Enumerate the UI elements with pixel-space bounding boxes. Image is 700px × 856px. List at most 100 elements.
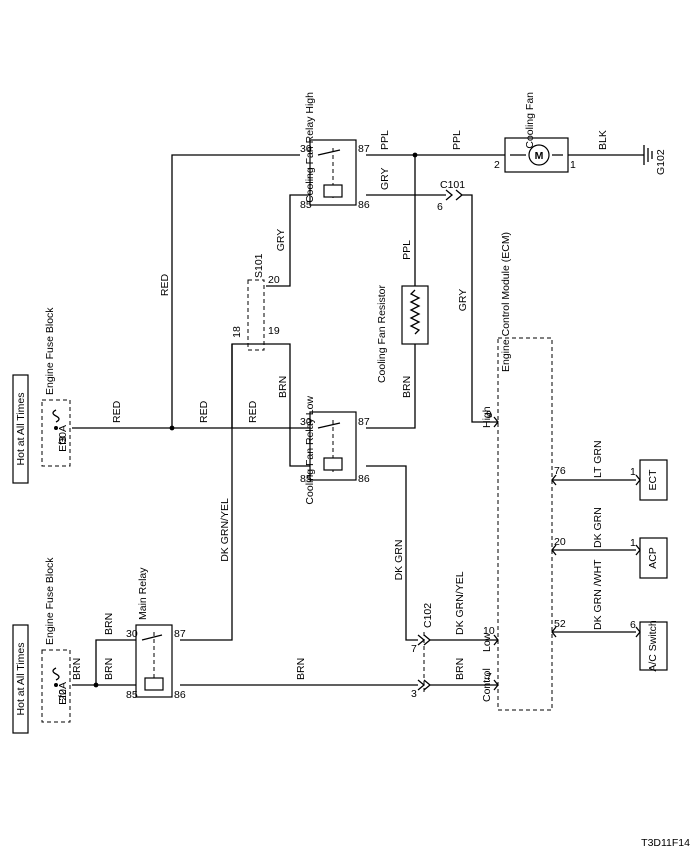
- wire-brn-label-2: BRN: [401, 376, 413, 398]
- ecm-pin-9-label: High: [481, 406, 493, 428]
- ecm-pin-7-label: Control: [481, 668, 493, 702]
- cooling-fan-title: Cooling Fan: [524, 92, 536, 149]
- ecm-pin-10-label: Low: [481, 632, 493, 652]
- wire-ppl-label-1: PPL: [379, 130, 391, 150]
- wire-red-label-3: RED: [198, 400, 210, 423]
- relay-low: Cooling Fan Relay Low 30 87 85 86: [300, 396, 370, 505]
- power-label-bottom-text: Hot at All Times: [15, 643, 27, 716]
- wire-dk-grn-yel-label-1: DK GRN/YEL: [219, 498, 231, 562]
- cooling-fan-pin-2: 2: [494, 159, 500, 171]
- wire-red-label-1: RED: [159, 273, 171, 296]
- ecm-pin-76: 76: [554, 465, 566, 477]
- relay-high-pin-30: 30: [300, 143, 312, 155]
- connector-c102: C102 7 3: [411, 603, 434, 700]
- fuse-ef3-label: Ef3: [57, 436, 69, 452]
- relay-low-pin-87: 87: [358, 416, 370, 428]
- wire-ppl-label-3: PPL: [401, 240, 413, 260]
- ecm: Engine Control Module (ECM) 9 High 76 20…: [481, 232, 566, 711]
- fuse-block-top: Engine Fuse Block Ef3 30A: [41, 307, 71, 467]
- resistor-icon: [409, 289, 421, 335]
- power-label-bottom: Hot at All Times: [12, 624, 29, 734]
- connector-c101-pin: 6: [437, 201, 443, 213]
- wire-dk-grn-acp-label: DK GRN: [592, 507, 604, 548]
- fuse-ef2-icon: [52, 667, 60, 681]
- relay-main-pin-30: 30: [126, 628, 138, 640]
- sensor-ect: 1 ECT LT GRN: [592, 440, 668, 501]
- connector-c102-pin-7: 7: [411, 643, 417, 655]
- relay-high-pin-87: 87: [358, 143, 370, 155]
- wire-dk-grn-wht-label: DK GRN /WHT: [592, 559, 604, 630]
- sensor-ac-switch-pin: 6: [630, 619, 636, 631]
- sensor-ect-pin: 1: [630, 466, 636, 478]
- cooling-fan-pin-1: 1: [570, 159, 576, 171]
- wire-brn-label-1: BRN: [277, 376, 289, 398]
- fuse-ef2-rating: 20A: [57, 682, 69, 701]
- wire-labels: PPL PPL PPL BLK GRY GRY GRY RED RED RED …: [71, 130, 609, 680]
- relay-main-pin-85: 85: [126, 689, 138, 701]
- ecm-pin-10: 10: [483, 625, 495, 637]
- figure-id: T3D11F14: [641, 837, 690, 849]
- relay-main: Main Relay 30 87 85 86: [126, 567, 186, 701]
- wire-ppl-label-2: PPL: [451, 130, 463, 150]
- connector-c101: C101 6: [437, 179, 465, 213]
- connector-c101-label: C101: [440, 179, 465, 191]
- power-label-top: Hot at All Times: [12, 374, 29, 484]
- wire-brn-label-5: BRN: [71, 658, 83, 680]
- relay-low-pin-85: 85: [300, 473, 312, 485]
- relay-main-pin-86: 86: [174, 689, 186, 701]
- relay-main-switch-icon: [141, 634, 163, 641]
- splice-s101: S101 20 18 19: [231, 253, 280, 351]
- sensor-ect-name: ECT: [647, 469, 659, 491]
- wire-blk-label: BLK: [597, 130, 609, 150]
- relay-low-coil-icon: [323, 457, 343, 471]
- sensor-acp-pin: 1: [630, 537, 636, 549]
- sensor-acp-name: ACP: [647, 547, 659, 569]
- wire-brn-label-3: BRN: [103, 613, 115, 635]
- fuse-ef2-label: Ef2: [57, 689, 69, 705]
- relay-low-switch-icon: [317, 422, 341, 429]
- wire-lt-grn-label: LT GRN: [592, 440, 604, 478]
- relay-low-pin-86: 86: [358, 473, 370, 485]
- sensor-acp: 1 ACP DK GRN: [592, 507, 668, 579]
- wire-red-label-4: RED: [247, 400, 259, 423]
- splice-pin-18: 18: [231, 326, 243, 338]
- splice-s101-label: S101: [253, 253, 265, 278]
- relay-low-title: Cooling Fan Relay Low: [304, 396, 316, 505]
- relay-high-coil-icon: [323, 184, 343, 198]
- sensor-ac-switch: 6 A/C Switch DK GRN /WHT: [592, 559, 668, 672]
- power-label-top-text: Hot at All Times: [15, 393, 27, 466]
- wire-red-label-2: RED: [111, 400, 123, 423]
- wire-brn-label-6: BRN: [295, 658, 307, 680]
- connector-c102-label: C102: [422, 603, 434, 628]
- ecm-pin-9: 9: [486, 409, 492, 421]
- ground-label: G102: [655, 149, 667, 175]
- relay-high-title: Cooling Fan Relay High: [304, 92, 316, 203]
- fuse-block-bottom-title: Engine Fuse Block: [44, 557, 56, 645]
- fuse-block-top-title: Engine Fuse Block: [44, 307, 56, 395]
- cooling-fan-resistor: Cooling Fan Resistor: [376, 285, 429, 384]
- splice-pin-20: 20: [268, 274, 280, 286]
- ecm-pin-7: 7: [486, 671, 492, 683]
- cooling-fan: Cooling Fan M 2 1: [494, 92, 576, 173]
- wire-brn-label-7: BRN: [454, 658, 466, 680]
- sensor-ac-switch-name: A/C Switch: [647, 620, 659, 672]
- resistor-title: Cooling Fan Resistor: [376, 285, 388, 384]
- ground-icon: G102: [643, 145, 667, 175]
- wire-dk-grn-label: DK GRN: [393, 540, 405, 581]
- relay-main-title: Main Relay: [137, 567, 149, 620]
- wire-gry-label-1: GRY: [379, 167, 391, 190]
- relay-high: Cooling Fan Relay High 30 87 85 86: [300, 92, 370, 211]
- motor-symbol: M: [535, 150, 544, 162]
- ecm-pin-20: 20: [554, 536, 566, 548]
- motor-icon: [528, 144, 550, 166]
- relay-low-pin-30: 30: [300, 416, 312, 428]
- fuse-ef3-rating: 30A: [57, 425, 69, 444]
- fuse-block-bottom: Engine Fuse Block Ef2 20A: [41, 557, 71, 723]
- wire-brn-label-4: BRN: [103, 658, 115, 680]
- wire-gry-label-2: GRY: [275, 229, 287, 252]
- fuse-ef3-icon: [52, 409, 60, 423]
- relay-main-pin-87: 87: [174, 628, 186, 640]
- relay-high-pin-86: 86: [358, 199, 370, 211]
- wires: [72, 152, 644, 688]
